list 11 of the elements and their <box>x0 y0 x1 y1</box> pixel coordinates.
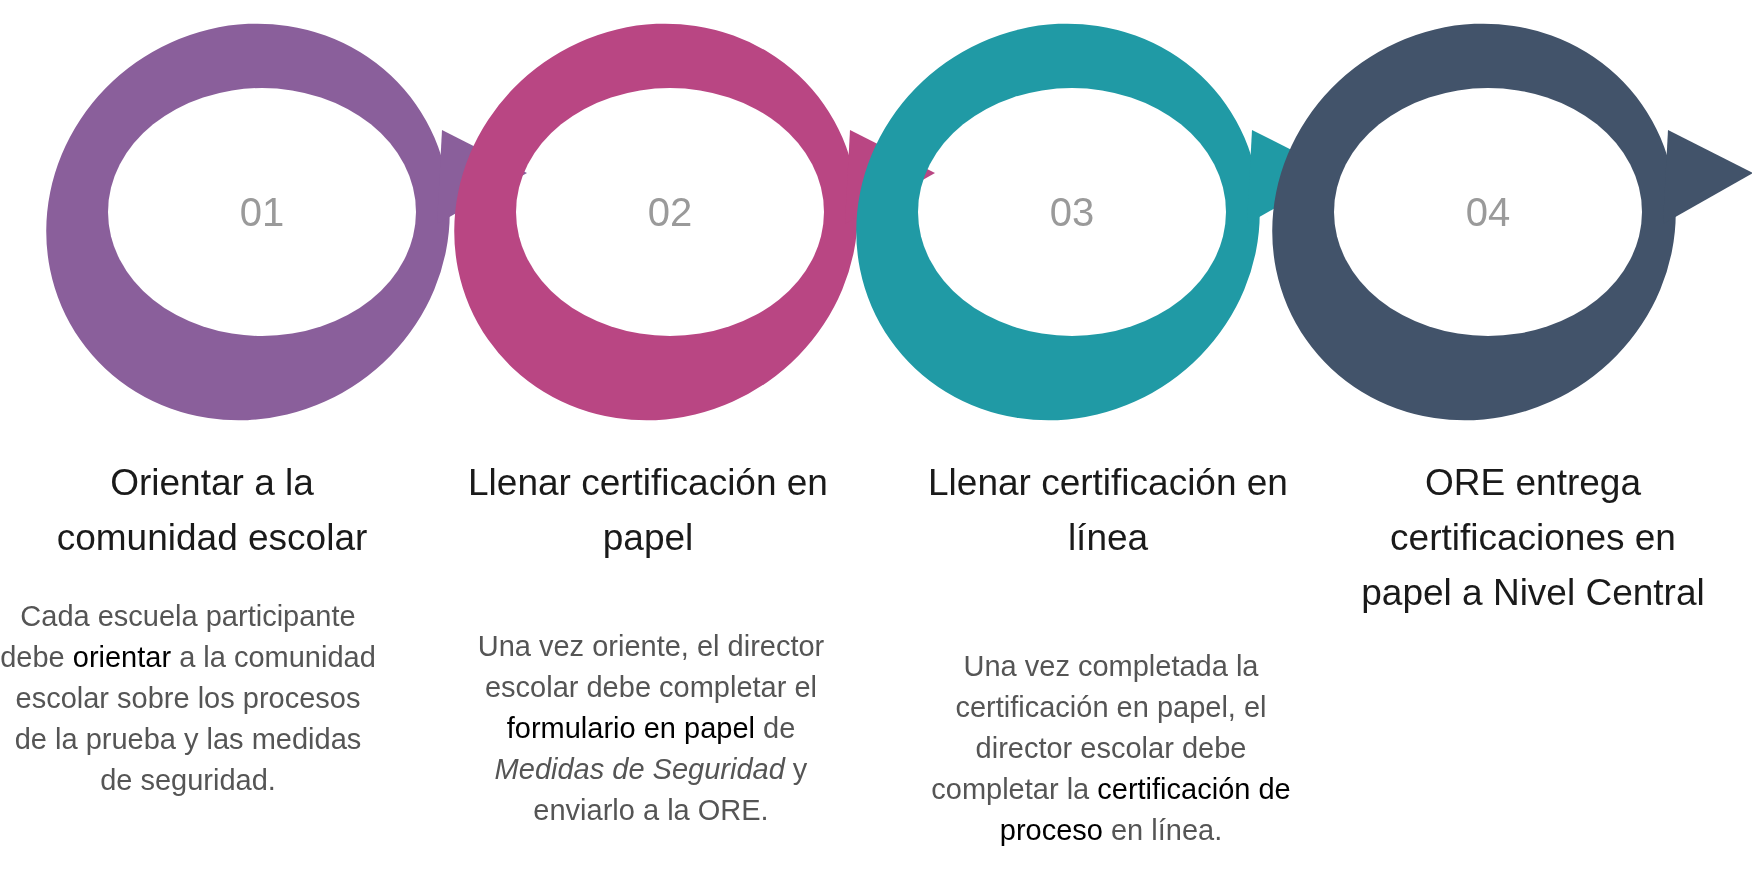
step-heading: Llenar certificación en papel <box>467 461 829 560</box>
step-description: Cada escuela participante debe orientar a la comunidad escolar sobre los procesos de la prueba y las medidas de seguridad. <box>0 599 377 798</box>
step-heading: ORE entrega certificaciones en papel a Nivel Central <box>1360 461 1706 615</box>
step-number: 01 <box>239 189 285 235</box>
step-number: 04 <box>1465 189 1511 235</box>
step-description: Una vez completada la certificación en papel, el director escolar debe completar la certificación de proceso en línea. <box>930 649 1292 848</box>
step-description: Una vez oriente, el director escolar debe completar el formulario en papel de Medidas de Seguridad y enviarlo a la ORE. <box>476 629 826 828</box>
step-number: 02 <box>647 189 693 235</box>
step-number: 03 <box>1049 189 1095 235</box>
step-heading: Llenar certificación en línea <box>927 461 1289 560</box>
step-heading: Orientar a la comunidad escolar <box>55 461 369 560</box>
